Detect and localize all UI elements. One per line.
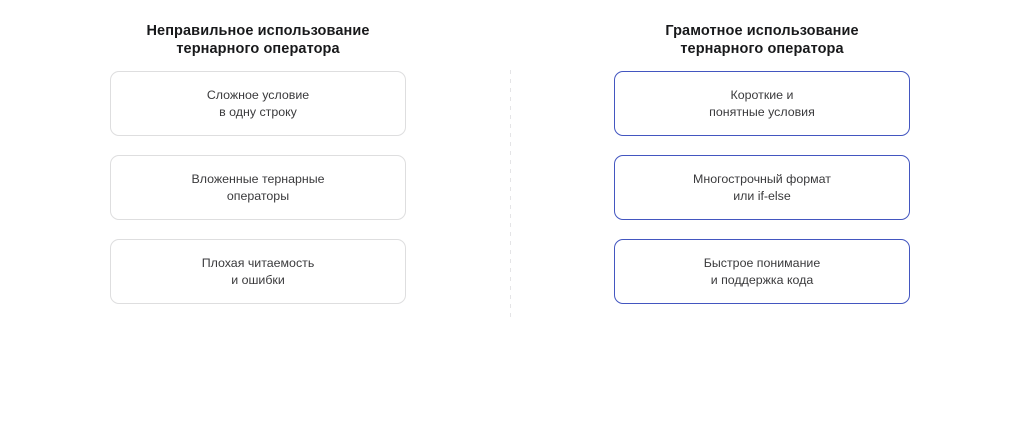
card-bad-3-label: Плохая читаемость и ошибки [201,255,315,287]
card-bad-2: Вложенные тернарные операторы [110,155,406,220]
column-bad-usage: Неправильное использование тернарного оп… [58,0,458,439]
column-divider [510,70,511,321]
card-list-good-usage: Короткие и понятные условия Многострочны… [614,71,910,304]
card-good-1-label: Короткие и понятные условия [709,87,815,119]
column-title-bad-usage: Неправильное использование тернарного оп… [146,23,370,57]
card-bad-3: Плохая читаемость и ошибки [110,239,406,304]
card-good-3-label: Быстрое понимание и поддержка кода [703,255,821,287]
card-good-3: Быстрое понимание и поддержка кода [614,239,910,304]
column-good-usage: Грамотное использование тернарного опера… [562,0,962,439]
column-title-good-usage: Грамотное использование тернарного опера… [665,23,859,57]
card-good-2: Многострочный формат или if-else [614,155,910,220]
card-bad-2-label: Вложенные тернарные операторы [191,171,325,203]
card-bad-1-label: Сложное условие в одну строку [206,87,310,119]
card-good-1: Короткие и понятные условия [614,71,910,136]
card-good-2-label: Многострочный формат или if-else [693,171,831,203]
card-list-bad-usage: Сложное условие в одну строку Вложенные … [110,71,406,304]
card-bad-1: Сложное условие в одну строку [110,71,406,136]
